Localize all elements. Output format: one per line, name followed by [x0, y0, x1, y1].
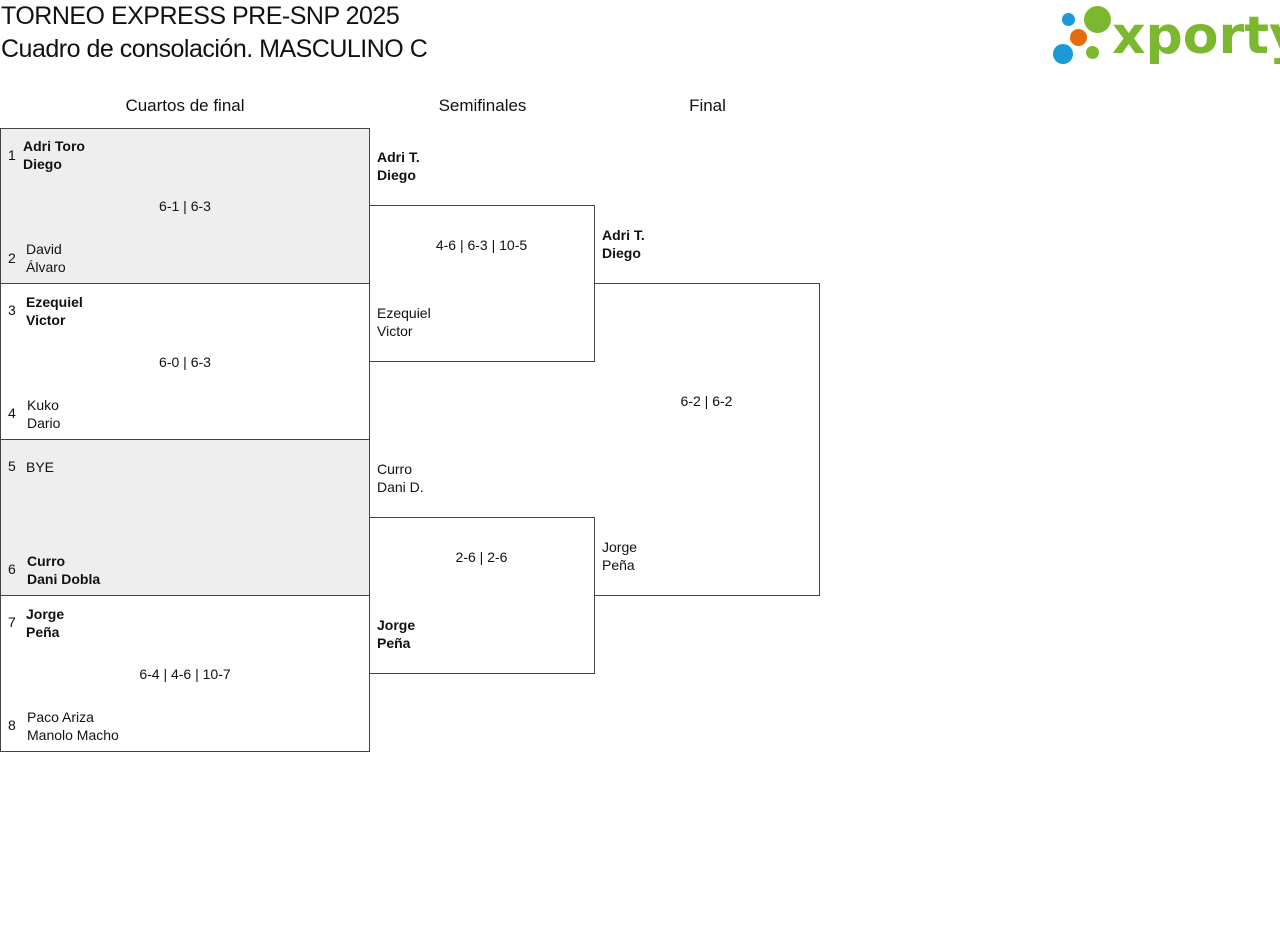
player-name: Peña: [26, 624, 60, 640]
seed-number: 8: [8, 717, 16, 733]
round-header-final: Final: [689, 96, 726, 115]
player-name: Ezequiel: [26, 294, 83, 310]
draw-subtitle: Cuadro de consolación. MASCULINO C: [1, 35, 428, 63]
player-name: Victor: [26, 312, 66, 328]
player-name: Manolo Macho: [27, 727, 119, 743]
player-name: Adri Toro: [23, 138, 85, 154]
logo-dot-orange: [1070, 29, 1087, 46]
team-name: Kuko Dario: [27, 396, 60, 432]
team-name: Ezequiel Victor: [377, 304, 431, 340]
seed-number: 1: [8, 147, 16, 163]
round-header-quarterfinals: Cuartos de final: [125, 96, 245, 115]
match-score: 4-6 | 6-3 | 10-5: [435, 237, 528, 253]
team-name: Paco Ariza Manolo Macho: [27, 708, 119, 744]
team-name: Jorge Peña: [602, 538, 637, 574]
player-name: Dani D.: [377, 479, 424, 495]
player-name: Peña: [377, 635, 411, 651]
match-score: 2-6 | 2-6: [455, 549, 508, 565]
player-name: Paco Ariza: [27, 709, 94, 725]
logo-dot-green-small: [1086, 46, 1099, 59]
seed-number: 6: [8, 561, 16, 577]
player-name: Diego: [23, 156, 62, 172]
logo-dot-blue-large: [1053, 44, 1073, 64]
player-name: BYE: [26, 459, 55, 475]
team-name: Jorge Peña: [377, 616, 415, 652]
round-header-semifinals: Semifinales: [438, 96, 527, 115]
team-name: Curro Dani Dobla: [27, 552, 100, 588]
logo-dot-blue-top: [1062, 13, 1075, 26]
team-name: Adri T. Diego: [602, 226, 645, 262]
player-name: Ezequiel: [377, 305, 431, 321]
team-name: Adri T. Diego: [377, 148, 420, 184]
quarterfinal-match-4: 7 Jorge Peña 6-4 | 4-6 | 10-7 8 Paco Ari…: [0, 595, 370, 752]
xporty-logo: xporty: [1050, 4, 1280, 68]
semifinal-match-2: 2-6 | 2-6 Jorge Peña: [369, 517, 595, 674]
player-name: Adri T.: [602, 227, 645, 243]
logo-dot-green-large: [1084, 6, 1111, 33]
player-name: Adri T.: [377, 149, 420, 165]
semifinal-match-1: 4-6 | 6-3 | 10-5 Ezequiel Victor: [369, 205, 595, 362]
player-name: Curro: [377, 461, 413, 477]
seed-number: 3: [8, 302, 16, 318]
team-name: Ezequiel Victor: [26, 293, 83, 329]
match-score: 6-4 | 4-6 | 10-7: [139, 666, 231, 682]
player-name: Diego: [377, 167, 416, 183]
team-name: David Álvaro: [26, 240, 66, 276]
player-name: David: [26, 241, 62, 257]
team-name: BYE: [26, 458, 54, 476]
player-name: Diego: [602, 245, 641, 261]
quarterfinal-match-3: 5 BYE 6 Curro Dani Dobla: [0, 439, 370, 596]
player-name: Victor: [377, 323, 413, 339]
match-score: 6-0 | 6-3: [159, 354, 211, 370]
final-match: 6-2 | 6-2 Jorge Peña: [594, 283, 820, 596]
quarterfinal-match-2: 3 Ezequiel Victor 6-0 | 6-3 4 Kuko Dario: [0, 283, 370, 440]
player-name: Jorge: [602, 539, 638, 555]
team-name: Curro Dani D.: [377, 460, 424, 496]
player-name: Jorge: [377, 617, 416, 633]
player-name: Dani Dobla: [27, 571, 101, 587]
seed-number: 2: [8, 250, 16, 266]
match-score: 6-2 | 6-2: [680, 393, 733, 409]
player-name: Jorge: [26, 606, 65, 622]
seed-number: 4: [8, 405, 16, 421]
player-name: Dario: [27, 415, 61, 431]
player-name: Álvaro: [26, 259, 66, 275]
player-name: Curro: [27, 553, 66, 569]
seed-number: 5: [8, 458, 16, 474]
team-name: Adri Toro Diego: [23, 137, 85, 173]
player-name: Kuko: [27, 397, 59, 413]
match-score: 6-1 | 6-3: [159, 198, 211, 214]
tournament-title: TORNEO EXPRESS PRE-SNP 2025: [1, 2, 400, 30]
quarterfinal-match-1: 1 Adri Toro Diego 6-1 | 6-3 2 David Álva…: [0, 128, 370, 284]
team-name: Jorge Peña: [26, 605, 64, 641]
seed-number: 7: [8, 614, 16, 630]
logo-wordmark: xporty: [1112, 6, 1280, 66]
player-name: Peña: [602, 557, 635, 573]
